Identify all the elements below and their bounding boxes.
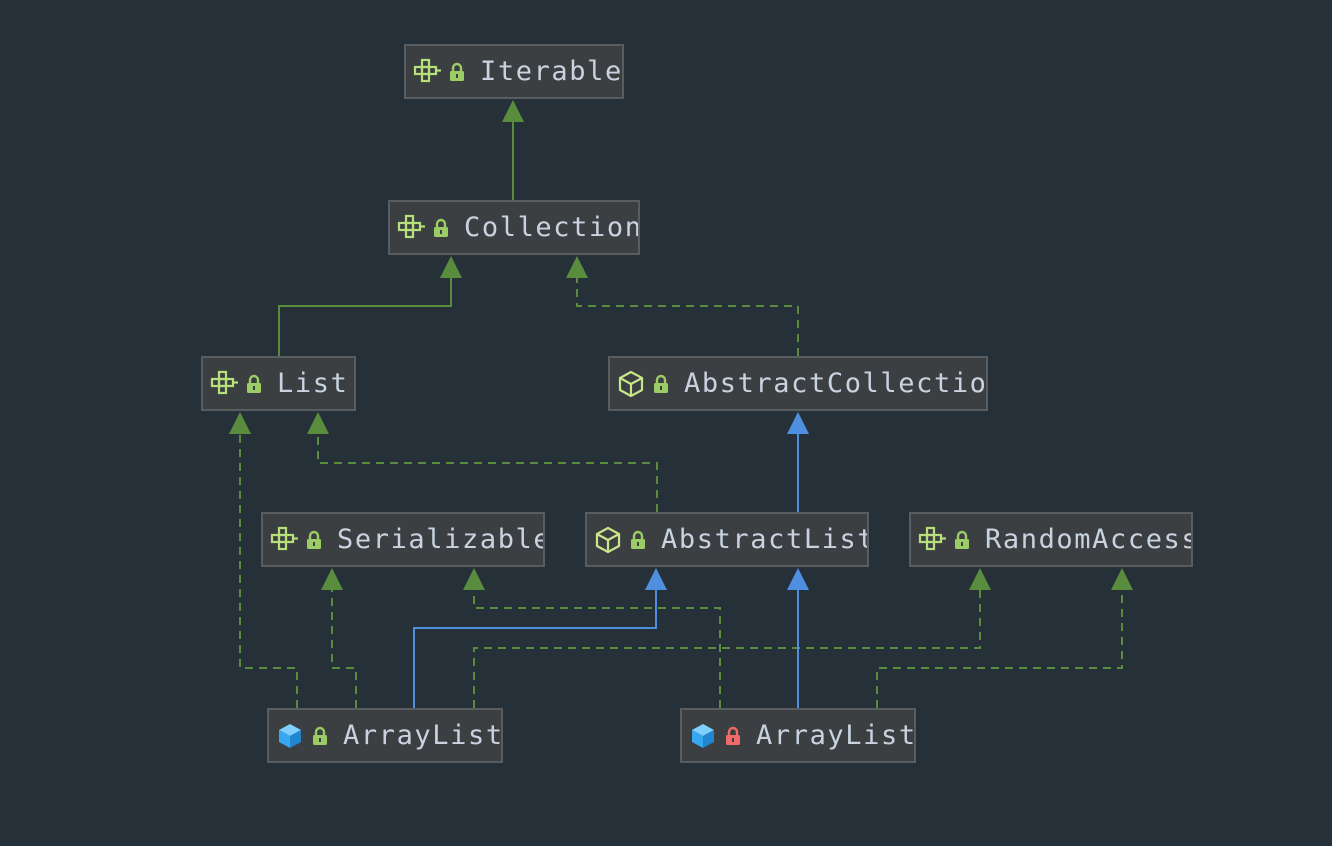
- edge-line: [473, 590, 721, 708]
- node-random-access[interactable]: RandomAccess: [909, 512, 1193, 567]
- edge-abstract_list-to-list: [307, 412, 658, 512]
- node-label: ArrayList: [756, 720, 916, 751]
- public-lock-icon: [951, 529, 973, 551]
- public-lock-icon: [309, 725, 331, 747]
- edge-arrowhead: [787, 412, 809, 434]
- edge-arrowhead: [307, 412, 329, 434]
- edge-arrowhead: [463, 568, 485, 590]
- node-abstract-list[interactable]: AbstractList: [585, 512, 869, 567]
- edge-arrowhead: [969, 568, 991, 590]
- edge-line: [473, 590, 981, 708]
- node-abstract-collection[interactable]: AbstractCollection: [608, 356, 988, 411]
- edge-arraylist_private-to-random_access: [876, 568, 1133, 708]
- node-label: AbstractList: [661, 524, 869, 555]
- edge-arrowhead: [1111, 568, 1133, 590]
- interface-icon: [269, 525, 299, 555]
- edge-line: [413, 590, 657, 708]
- edge-abstract_collection-to-collection: [566, 256, 799, 356]
- edge-arrowhead: [502, 100, 524, 122]
- public-lock-icon: [650, 373, 672, 395]
- edge-line: [331, 590, 357, 708]
- edge-arrowhead: [440, 256, 462, 278]
- node-label: Collection: [464, 212, 640, 243]
- edge-line: [576, 278, 799, 356]
- edge-arraylist_public-to-serializable: [321, 568, 357, 708]
- edge-line: [239, 434, 298, 708]
- edge-abstract_list-to-abstract_collection: [787, 412, 809, 512]
- edge-arraylist_private-to-abstract_list: [787, 568, 809, 708]
- edge-arrowhead: [321, 568, 343, 590]
- edge-arraylist_private-to-serializable: [463, 568, 721, 708]
- class-icon: [688, 721, 718, 751]
- interface-icon: [396, 213, 426, 243]
- edge-arraylist_public-to-list: [229, 412, 298, 708]
- edge-arraylist_public-to-random_access: [473, 568, 991, 708]
- node-label: List: [277, 368, 349, 399]
- node-iterable[interactable]: Iterable: [404, 44, 624, 99]
- edge-arrowhead: [645, 568, 667, 590]
- node-arraylist-public[interactable]: ArrayList: [267, 708, 503, 763]
- node-label: RandomAccess: [985, 524, 1193, 555]
- node-label: Serializable: [337, 524, 545, 555]
- class-icon: [275, 721, 305, 751]
- edge-list-to-collection: [278, 256, 462, 356]
- public-lock-icon: [430, 217, 452, 239]
- node-list[interactable]: List: [201, 356, 356, 411]
- node-arraylist-private[interactable]: ArrayList: [680, 708, 916, 763]
- edge-arrowhead: [229, 412, 251, 434]
- edge-arrowhead: [566, 256, 588, 278]
- node-serializable[interactable]: Serializable: [261, 512, 545, 567]
- public-lock-icon: [243, 373, 265, 395]
- abstract-class-icon: [593, 525, 623, 555]
- edge-line: [278, 278, 452, 356]
- edge-line: [317, 434, 658, 512]
- edge-arrowhead: [787, 568, 809, 590]
- interface-icon: [412, 57, 442, 87]
- node-collection[interactable]: Collection: [388, 200, 640, 255]
- edge-arraylist_public-to-abstract_list: [413, 568, 667, 708]
- abstract-class-icon: [616, 369, 646, 399]
- node-label: ArrayList: [343, 720, 503, 751]
- edge-line: [876, 590, 1123, 708]
- interface-icon: [209, 369, 239, 399]
- node-label: Iterable: [480, 56, 623, 87]
- public-lock-icon: [446, 61, 468, 83]
- interface-icon: [917, 525, 947, 555]
- private-lock-icon: [722, 725, 744, 747]
- public-lock-icon: [303, 529, 325, 551]
- node-label: AbstractCollection: [684, 368, 988, 399]
- edge-collection-to-iterable: [502, 100, 524, 200]
- public-lock-icon: [627, 529, 649, 551]
